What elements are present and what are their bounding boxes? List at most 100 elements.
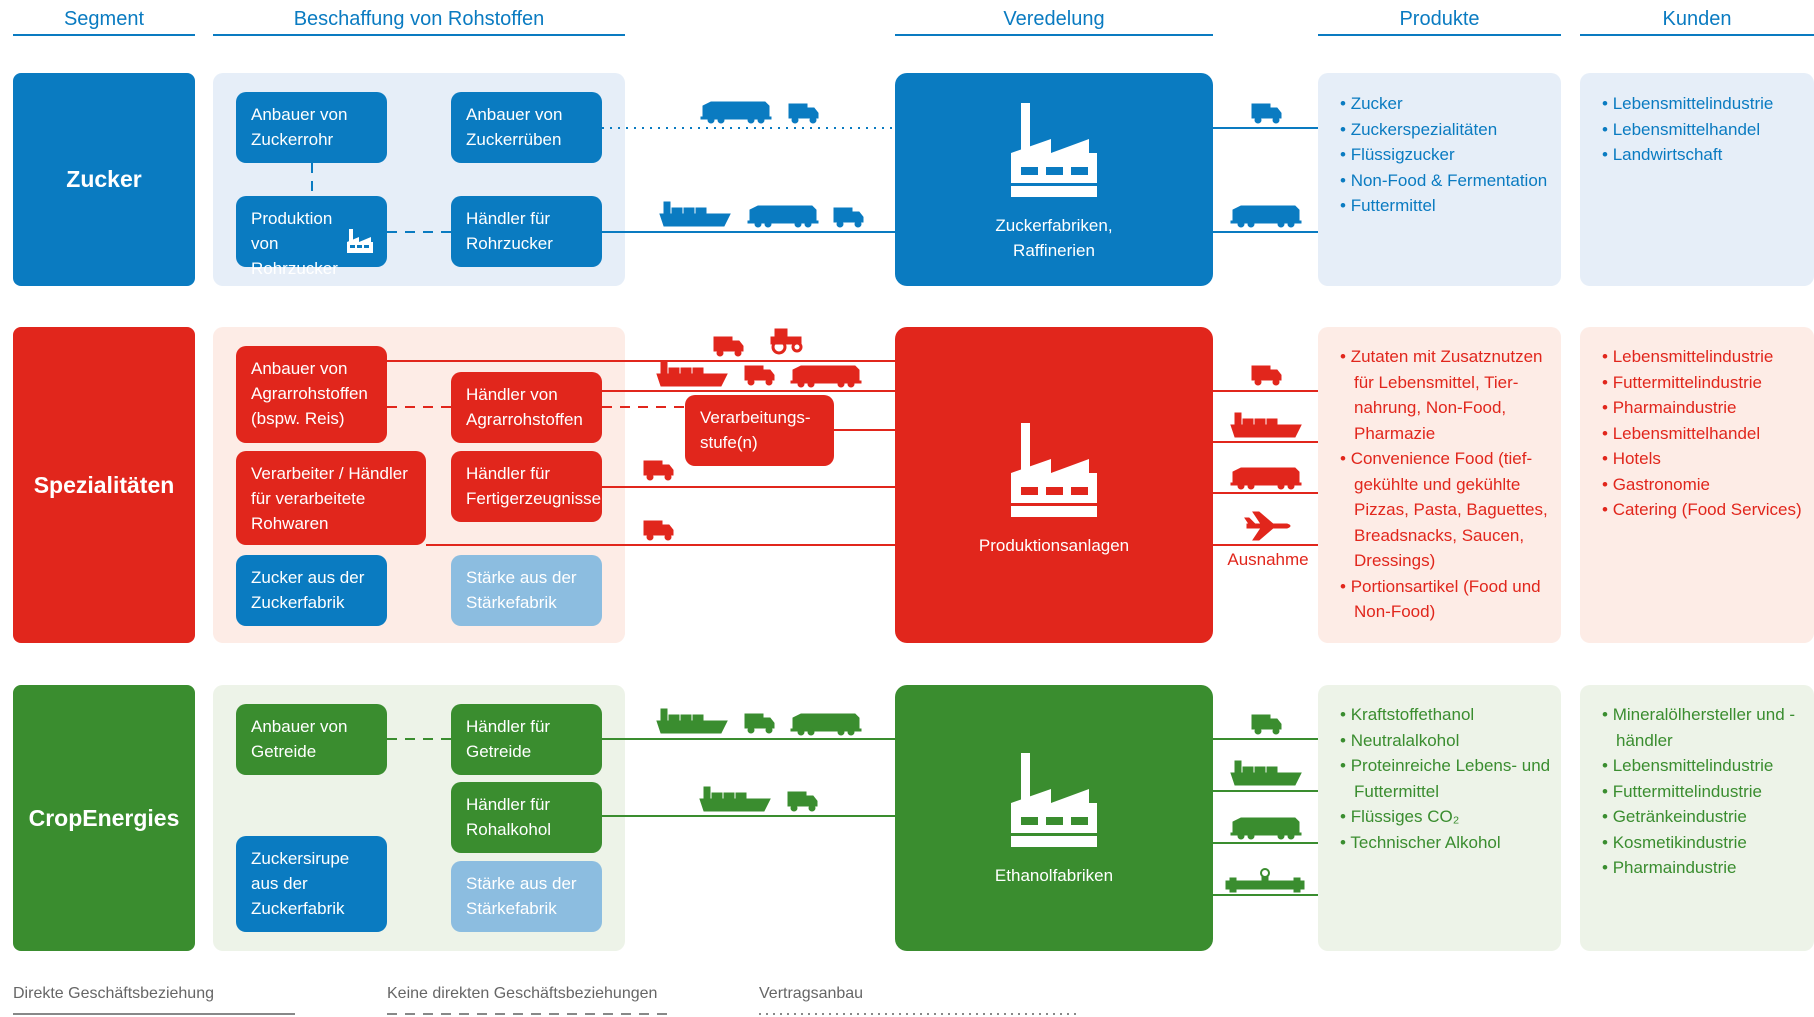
box-anbauer-zuckerrueben: Anbauer von Zuckerrüben	[451, 92, 602, 163]
box-staerke-staerkefabrik-crop: Stärke aus der Stärkefabrik	[451, 861, 602, 932]
factory-icon	[1011, 103, 1097, 197]
list-item: Convenience Food (tief-gekühlte und gekü…	[1340, 446, 1555, 574]
legend-keine: Keine direkten Geschäftsbeziehungen	[387, 985, 658, 1002]
list-item: Hotels	[1602, 446, 1807, 472]
list-item: Catering (Food Services)	[1602, 497, 1807, 523]
box-anbauer-agrarrohstoffe: Anbauer von Agrarrohstoffen (bspw. Reis)	[236, 346, 387, 443]
list-item: Pharmaindustrie	[1602, 395, 1807, 421]
truck-icon	[643, 460, 674, 481]
header-produkte: Produkte	[1318, 6, 1561, 36]
box-produktion-rohrzucker-label: Produktion von Rohrzucker	[251, 209, 338, 278]
crop-kunden-list: Mineralölhersteller und -händler Lebensm…	[1602, 702, 1807, 881]
truck-icon	[643, 520, 674, 541]
list-item: Zucker	[1340, 91, 1555, 117]
header-kunden: Kunden	[1580, 6, 1814, 36]
train-icon	[1230, 467, 1302, 490]
truck-icon	[787, 791, 818, 812]
box-verarbeiter-haendler: Verarbeiter / Händler für verarbeitete R…	[236, 451, 426, 545]
train-icon	[700, 101, 772, 124]
box-verarbeitungsstufe: Verarbeitungs-stufe(n)	[685, 395, 834, 466]
truck-icon	[1251, 365, 1282, 386]
legend-vertrag: Vertragsanbau	[759, 985, 864, 1002]
train-icon	[1230, 817, 1302, 840]
factory-icon	[347, 229, 373, 253]
ship-icon	[1230, 412, 1302, 438]
pipeline-icon	[1225, 868, 1305, 893]
box-zuckersirupe: Zuckersirupe aus der Zuckerfabrik	[236, 836, 387, 932]
segment-cropenergies: CropEnergies	[13, 685, 195, 951]
list-item: Futtermittelindustrie	[1602, 779, 1807, 805]
list-item: Non-Food & Fermentation	[1340, 168, 1555, 194]
list-item: Zuckerspezialitäten	[1340, 117, 1555, 143]
segment-zucker: Zucker	[13, 73, 195, 286]
list-item: Zutaten mit Zusatznutzen für Lebensmitte…	[1340, 344, 1555, 446]
ship-icon	[1230, 760, 1302, 786]
box-haendler-rohrzucker: Händler für Rohrzucker	[451, 196, 602, 267]
list-item: Gastronomie	[1602, 472, 1807, 498]
list-item: Pharmaindustrie	[1602, 855, 1807, 881]
truck-icon	[1251, 714, 1282, 735]
truck-icon	[833, 207, 864, 228]
list-item: Futtermittel	[1340, 193, 1555, 219]
list-item: Mineralölhersteller und -händler	[1602, 702, 1807, 753]
truck-icon	[744, 365, 775, 386]
crop-produkte-list: Kraftstoffethanol Neutralalkohol Protein…	[1340, 702, 1555, 855]
plant-crop-label: Ethanolfabriken	[994, 866, 1114, 885]
train-icon	[747, 205, 819, 228]
box-staerke-staerkefabrik: Stärke aus der Stärkefabrik	[451, 555, 602, 626]
header-beschaffung: Beschaffung von Rohstoffen	[213, 6, 625, 36]
tractor-icon	[769, 327, 803, 355]
list-item: Technischer Alkohol	[1340, 830, 1555, 856]
list-item: Kosmetikindustrie	[1602, 830, 1807, 856]
box-produktion-rohrzucker: Produktion von Rohrzucker	[236, 196, 387, 278]
factory-icon	[1011, 423, 1097, 517]
train-icon	[790, 365, 862, 388]
box-anbauer-getreide: Anbauer von Getreide	[236, 704, 387, 775]
segment-spezialitaeten: Spezialitäten	[13, 327, 195, 643]
list-item: Lebensmittelhandel	[1602, 117, 1807, 143]
header-segment: Segment	[13, 6, 195, 36]
list-item: Flüssigzucker	[1340, 142, 1555, 168]
list-item: Landwirtschaft	[1602, 142, 1807, 168]
list-item: Getränkeindustrie	[1602, 804, 1807, 830]
plane-icon	[1244, 511, 1291, 541]
ship-icon	[699, 786, 771, 812]
zucker-produkte-list: Zucker Zuckerspezialitäten Flüssigzucker…	[1340, 91, 1555, 219]
list-item: Proteinreiche Lebens- und Futtermittel	[1340, 753, 1555, 804]
truck-icon	[713, 336, 744, 357]
box-zucker-zuckerfabrik: Zucker aus der Zuckerfabrik	[236, 555, 387, 626]
train-icon	[790, 713, 862, 736]
truck-icon	[1251, 103, 1282, 124]
plant-cropenergies: Ethanolfabriken	[895, 685, 1213, 951]
zucker-kunden-list: Lebensmittelindustrie Lebensmittelhandel…	[1602, 91, 1807, 168]
list-item: Kraftstoffethanol	[1340, 702, 1555, 728]
box-haendler-rohalkohol: Händler für Rohalkohol	[451, 782, 602, 853]
ship-icon	[659, 201, 731, 227]
spez-kunden-list: Lebensmittelindustrie Futtermittelindust…	[1602, 344, 1807, 523]
box-haendler-getreide: Händler für Getreide	[451, 704, 602, 775]
factory-icon	[1011, 753, 1097, 847]
plant-zucker: Zuckerfabriken, Raffinerien	[895, 73, 1213, 286]
ship-icon	[656, 361, 728, 387]
list-item: Futtermittelindustrie	[1602, 370, 1807, 396]
truck-icon	[788, 103, 819, 124]
header-veredelung: Veredelung	[895, 6, 1213, 36]
list-item: Lebensmittelindustrie	[1602, 753, 1807, 779]
list-item: Lebensmittelindustrie	[1602, 91, 1807, 117]
list-item: Portionsartikel (Food und Non-Food)	[1340, 574, 1555, 625]
box-haendler-fertigerzeugnisse: Händler für Fertigerzeugnisse	[451, 451, 602, 522]
legend-lines	[13, 1013, 1081, 1015]
plant-zucker-label: Zuckerfabriken, Raffinerien	[995, 216, 1113, 260]
list-item: Flüssiges CO₂	[1340, 804, 1555, 830]
ausnahme-label: Ausnahme	[1227, 550, 1309, 569]
truck-icon	[744, 713, 775, 734]
spez-produkte-list: Zutaten mit Zusatznutzen für Lebensmitte…	[1340, 344, 1555, 625]
legend-direkt: Direkte Geschäftsbeziehung	[13, 985, 214, 1002]
plant-spez-label: Produktionsanlagen	[978, 536, 1130, 555]
list-item: Neutralalkohol	[1340, 728, 1555, 754]
list-item: Lebensmittelhandel	[1602, 421, 1807, 447]
list-item: Lebensmittelindustrie	[1602, 344, 1807, 370]
box-anbauer-zuckerrohr: Anbauer von Zuckerrohr	[236, 92, 387, 163]
box-haendler-agrarrohstoffe: Händler von Agrarrohstoffen	[451, 372, 602, 443]
